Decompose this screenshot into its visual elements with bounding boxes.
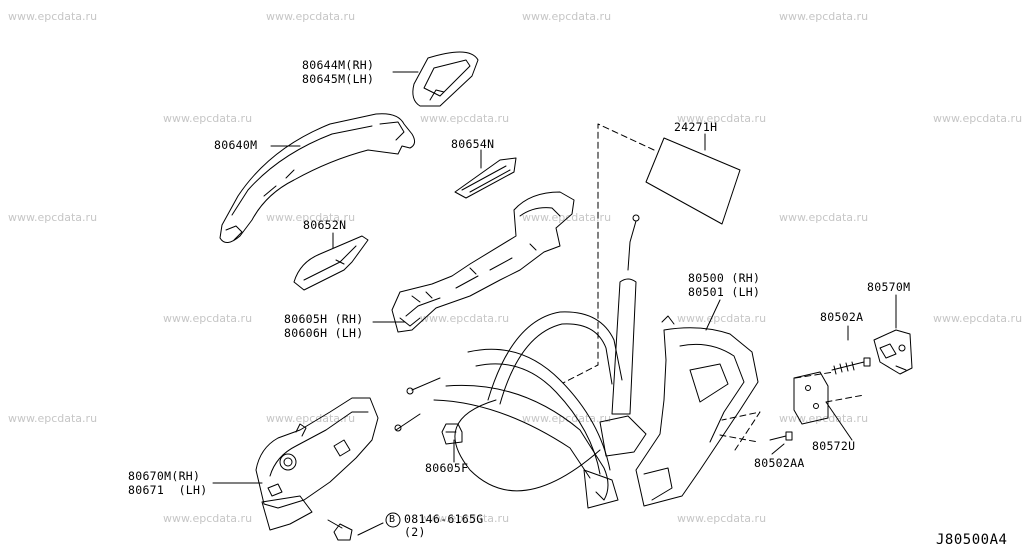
watermark: www.epcdata.ru: [779, 10, 869, 23]
label-lock-screw: 80502AA: [754, 456, 805, 470]
watermark: www.epcdata.ru: [266, 211, 356, 224]
lock-screw: [769, 431, 793, 441]
watermark: www.epcdata.ru: [779, 211, 869, 224]
watermark: www.epcdata.ru: [933, 312, 1023, 325]
watermark: www.epcdata.ru: [266, 10, 356, 23]
label-striker: 80570M: [867, 280, 911, 294]
label-outer-handle-cap-rh: 80644M(RH): [302, 58, 375, 72]
watermark: www.epcdata.ru: [8, 10, 98, 23]
striker-shim: [793, 371, 829, 425]
leader-lines: [212, 71, 897, 536]
handle-bracket: [391, 191, 575, 333]
label-lock-rh: 80500 (RH): [688, 271, 761, 285]
diagram-code: J80500A4: [936, 532, 1008, 548]
inside-handle: [255, 397, 379, 531]
label-sheet: [645, 137, 741, 225]
watermark: www.epcdata.ru: [8, 412, 98, 425]
watermark: www.epcdata.ru: [522, 10, 612, 23]
watermark: www.epcdata.ru: [163, 512, 253, 525]
watermark: www.epcdata.ru: [8, 211, 98, 224]
label-bolt: 08146-6165G: [404, 512, 484, 526]
watermark: www.epcdata.ru: [420, 512, 510, 525]
label-lock-lh: 80501 (LH): [688, 285, 761, 299]
label-striker-screw: 80502A: [820, 310, 864, 324]
outer-handle-cap: [412, 51, 479, 107]
label-rear-gasket: 80652N: [303, 218, 347, 232]
striker-screw: [831, 357, 871, 375]
watermark: www.epcdata.ru: [677, 112, 767, 125]
door-lock-assembly: [635, 315, 759, 507]
label-bracket-lh: 80606H (LH): [284, 326, 364, 340]
label-striker-shim: 80572U: [812, 439, 856, 453]
label-front-gasket: 80654N: [451, 137, 495, 151]
outer-handle: [219, 113, 416, 243]
bolt-marker: B: [389, 514, 396, 525]
clip: [441, 423, 463, 445]
bolt: [327, 519, 353, 541]
label-bracket-rh: 80605H (RH): [284, 312, 364, 326]
watermark: www.epcdata.ru: [266, 412, 356, 425]
cable-ends: [394, 377, 601, 492]
cable-sheaths: [433, 311, 647, 509]
bolt-marker-circle: [385, 512, 401, 528]
label-outer-handle: 80640M: [214, 138, 258, 152]
rear-gasket: [293, 235, 369, 291]
label-inside-handle-rh: 80670M(RH): [128, 469, 201, 483]
striker: [873, 329, 913, 375]
watermark: www.epcdata.ru: [163, 312, 253, 325]
watermark: www.epcdata.ru: [420, 112, 510, 125]
label-label-sheet: 24271H: [674, 120, 718, 134]
watermark: www.epcdata.ru: [677, 312, 767, 325]
watermark: www.epcdata.ru: [420, 312, 510, 325]
watermark: www.epcdata.ru: [163, 112, 253, 125]
label-bolt-qty: (2): [404, 525, 426, 539]
cable-rod: [611, 214, 640, 415]
watermark: www.epcdata.ru: [522, 211, 612, 224]
label-clip: 80605F: [425, 461, 469, 475]
watermark: www.epcdata.ru: [677, 512, 767, 525]
label-outer-handle-cap-lh: 80645M(LH): [302, 72, 375, 86]
label-inside-handle-lh: 80671 (LH): [128, 483, 208, 497]
front-gasket: [454, 157, 517, 199]
watermark: www.epcdata.ru: [933, 112, 1023, 125]
